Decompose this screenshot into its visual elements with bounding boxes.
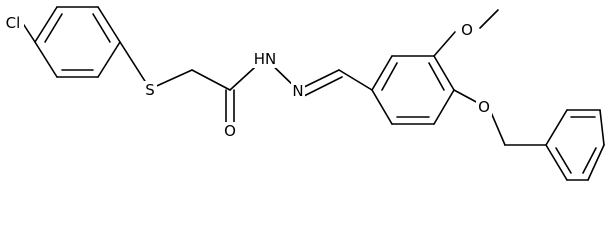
bond [338, 69, 373, 91]
bond [381, 62, 398, 91]
bond [545, 144, 568, 181]
bond [555, 147, 572, 174]
bond [191, 69, 231, 91]
bond [582, 147, 597, 174]
bond [587, 144, 605, 181]
bond [489, 109, 506, 146]
bond [599, 109, 605, 146]
chlorine-label: Cl [6, 14, 21, 32]
chemical-structure-diagram: Cl S O HN N O O [2, 6, 605, 181]
structure-canvas: Cl S O HN N O O [2, 6, 605, 181]
bond [371, 55, 393, 91]
atom-labels: Cl S O HN N O O [2, 14, 492, 140]
bond [21, 21, 36, 43]
hydrazide-nh-label: HN [254, 50, 277, 68]
bond [97, 41, 121, 78]
imine-nitrogen-label: N [292, 82, 303, 100]
bond [545, 109, 568, 146]
bond [433, 89, 455, 125]
bond [92, 13, 111, 43]
bond [479, 9, 499, 29]
bond [453, 89, 481, 105]
bond [97, 6, 121, 43]
carbonyl-oxygen-label: O [224, 122, 236, 140]
bond [428, 62, 445, 91]
ether-oxygen-label: O [478, 98, 490, 116]
bond [301, 76, 343, 98]
bond [371, 89, 393, 125]
bonds [21, 6, 605, 181]
bond [433, 31, 456, 57]
sulfur-label: S [145, 81, 155, 99]
bond [433, 55, 455, 91]
methoxy-oxygen-label: O [461, 21, 473, 39]
bond [44, 13, 63, 43]
bond [34, 41, 58, 78]
bond [34, 6, 58, 43]
